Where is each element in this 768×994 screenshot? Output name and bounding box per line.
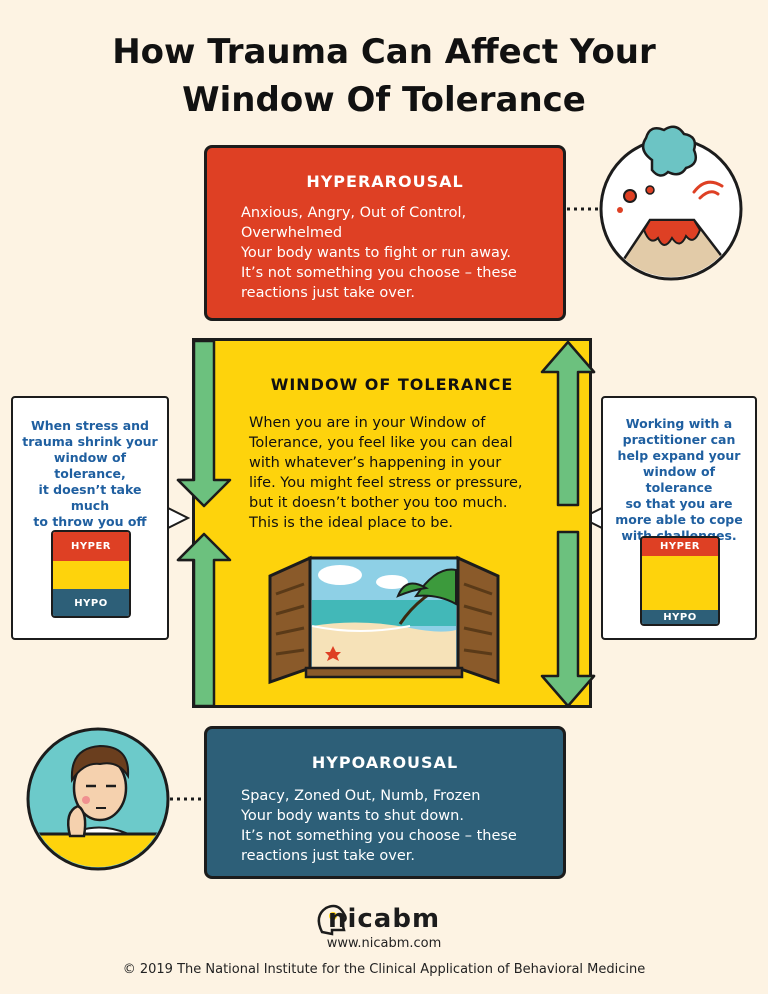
hyperarousal-title: HYPERAROUSAL [306, 172, 464, 191]
wot-line: with whatever’s happening in your [249, 455, 502, 471]
window-of-tolerance-title: WINDOW OF TOLERANCE [270, 375, 514, 394]
window-of-tolerance-description: When you are in your Window of Tolerance… [249, 413, 549, 533]
hypoarousal-line: Your body wants to shut down. [241, 808, 464, 824]
window-of-tolerance-box: WINDOW OF TOLERANCE When you are in your… [192, 338, 592, 708]
left-note-pointer [167, 506, 191, 530]
wide-window-bar: HYPER HYPO [640, 536, 720, 626]
right-note-line: so that you are [625, 496, 733, 511]
right-note-line: more able to cope [615, 512, 743, 527]
right-note-line: help expand your [617, 448, 741, 463]
right-note-line: practitioner can [622, 432, 736, 447]
bar-hyper-segment: HYPER [642, 538, 718, 556]
bar-window-segment [53, 561, 129, 589]
page-title-line-2: Window Of Tolerance [182, 80, 586, 120]
footer-url[interactable]: www.nicabm.com [326, 936, 442, 951]
bar-hypo-segment: HYPO [53, 589, 129, 616]
right-note-line: Working with a [625, 416, 733, 431]
footer-logo: nicabm www.nicabm.com [0, 904, 768, 951]
hyperarousal-line: Your body wants to fight or run away. [241, 245, 511, 261]
bar-window-segment [642, 556, 718, 610]
logo-wordmark: nicabm [327, 904, 441, 934]
left-note-line: to throw you off [33, 514, 147, 529]
page-title-line-1: How Trauma Can Affect Your [112, 32, 656, 72]
copyright-notice: © 2019 The National Institute for the Cl… [122, 962, 646, 977]
hypoarousal-title: HYPOAROUSAL [311, 753, 459, 772]
bar-hypo-segment: HYPO [642, 610, 718, 624]
hyperarousal-line: Overwhelmed [241, 225, 343, 241]
nicabm-head-icon [317, 904, 347, 936]
hyperarousal-line: reactions just take over. [241, 285, 416, 301]
right-note-text: Working with a practitioner can help exp… [603, 416, 755, 544]
hypoarousal-line: It’s not something you choose – these [241, 828, 517, 844]
hyperarousal-line: It’s not something you choose – these [241, 265, 517, 281]
hypoarousal-description: Spacy, Zoned Out, Numb, Frozen Your body… [241, 786, 563, 866]
hyperarousal-description: Anxious, Angry, Out of Control, Overwhel… [241, 203, 563, 303]
narrow-window-bar: HYPER HYPO [51, 530, 131, 618]
page-title: How Trauma Can Affect Your Window Of Tol… [0, 28, 768, 124]
wot-line: but it doesn’t bother you too much. [249, 495, 508, 511]
left-note-line: trauma shrink your [22, 434, 158, 449]
left-note-line: When stress and [31, 418, 149, 433]
volcano-icon [599, 125, 743, 281]
bored-person-icon [26, 727, 170, 871]
hyperarousal-box: HYPERAROUSAL Anxious, Angry, Out of Cont… [204, 145, 566, 321]
hypoarousal-line: Spacy, Zoned Out, Numb, Frozen [241, 788, 481, 804]
hypoarousal-line: reactions just take over. [241, 848, 416, 864]
wot-line: Tolerance, you feel like you can deal [249, 435, 513, 451]
hypoarousal-box: HYPOAROUSAL Spacy, Zoned Out, Numb, Froz… [204, 726, 566, 879]
left-note-line: window of tolerance, [53, 450, 127, 481]
wot-line: This is the ideal place to be. [249, 515, 454, 531]
wot-line: life. You might feel stress or pressure, [249, 475, 523, 491]
left-note-text: When stress and trauma shrink your windo… [13, 418, 167, 546]
right-note-line: window of tolerance [642, 464, 716, 495]
bar-hyper-segment: HYPER [53, 532, 129, 561]
wot-line: When you are in your Window of [249, 415, 486, 431]
left-note-line: it doesn’t take much [38, 482, 142, 513]
hyperarousal-line: Anxious, Angry, Out of Control, [241, 205, 467, 221]
